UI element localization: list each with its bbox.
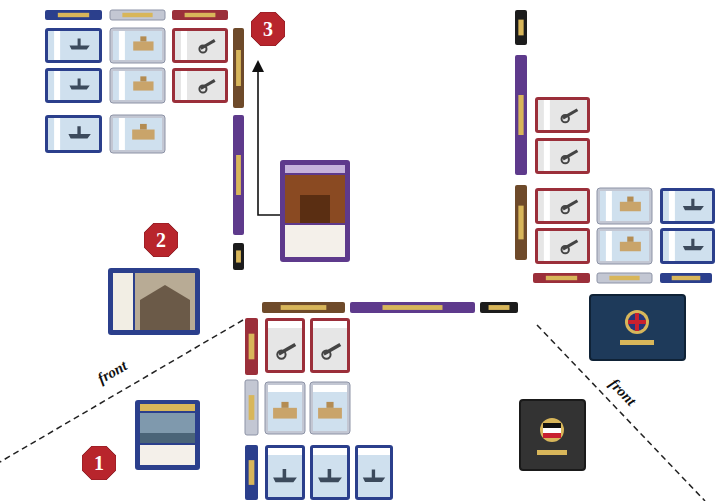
card-tab xyxy=(172,10,228,20)
card-tab xyxy=(245,380,258,435)
card-tab xyxy=(233,115,244,235)
game-card xyxy=(597,188,652,224)
card-tab xyxy=(660,273,712,283)
game-card xyxy=(265,318,305,373)
game-card xyxy=(110,28,165,63)
card-tab xyxy=(233,28,244,108)
card-tab xyxy=(245,445,258,500)
card-tab xyxy=(350,302,475,313)
card-tab xyxy=(515,55,527,175)
callout-number: 2 xyxy=(144,223,178,250)
card-tab xyxy=(597,273,652,283)
event-card xyxy=(280,160,350,262)
callout-badge: 3 xyxy=(251,12,285,46)
game-card xyxy=(355,445,393,500)
card-tab xyxy=(515,185,527,260)
front-line xyxy=(0,320,243,462)
game-card xyxy=(535,138,590,174)
front-line xyxy=(537,325,705,501)
card-tab xyxy=(110,10,165,20)
callout-number: 1 xyxy=(82,446,116,473)
card-deck xyxy=(520,400,585,470)
front-label: front xyxy=(94,357,129,387)
callout-shape xyxy=(82,446,116,480)
front-label: front xyxy=(605,375,639,409)
card-tab xyxy=(245,318,258,375)
game-card xyxy=(265,382,305,434)
game-card xyxy=(310,445,350,500)
game-card xyxy=(535,188,590,224)
ship-card xyxy=(108,268,200,335)
card-tab xyxy=(533,273,590,283)
game-card xyxy=(265,445,305,500)
game-card xyxy=(660,228,715,264)
game-card xyxy=(597,228,652,264)
game-card xyxy=(310,318,350,373)
callout-number: 3 xyxy=(251,12,285,39)
game-card xyxy=(110,115,165,153)
game-card xyxy=(172,68,228,103)
ship-card xyxy=(135,400,200,470)
game-card xyxy=(45,68,102,103)
card-tab xyxy=(45,10,102,20)
game-card xyxy=(45,28,102,63)
arrow-head xyxy=(252,60,264,72)
game-card xyxy=(172,28,228,63)
game-card xyxy=(535,228,590,264)
callout-badge: 2 xyxy=(144,223,178,257)
callout-shape xyxy=(251,12,285,46)
card-tab xyxy=(262,302,345,313)
card-tab xyxy=(515,10,527,45)
game-card xyxy=(660,188,715,224)
placement-arrow xyxy=(258,70,280,215)
game-card xyxy=(110,68,165,103)
game-card xyxy=(45,115,102,153)
card-tab xyxy=(233,243,244,270)
callout-badge: 1 xyxy=(82,446,116,480)
game-card xyxy=(310,382,350,434)
card-deck xyxy=(590,295,685,360)
game-card xyxy=(535,97,590,133)
card-tab xyxy=(480,302,518,313)
callout-shape xyxy=(144,223,178,257)
